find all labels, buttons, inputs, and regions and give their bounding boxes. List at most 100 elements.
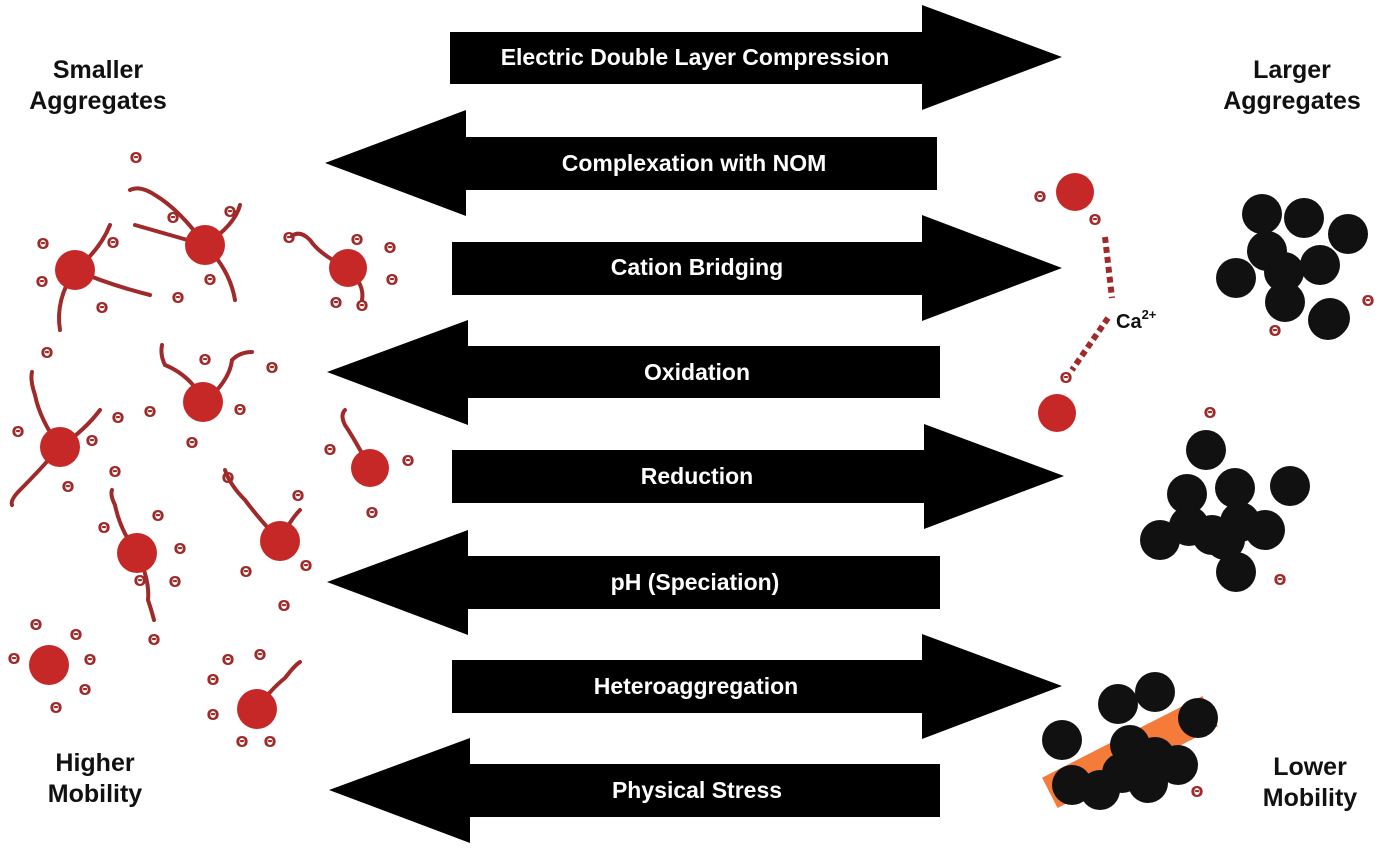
aggregate-particle <box>1110 725 1150 765</box>
nanoparticle <box>117 533 157 573</box>
arrow-shape <box>325 110 937 216</box>
negative-charge-icon: Θ <box>1269 322 1282 340</box>
bridge-dash-upper <box>1102 236 1115 299</box>
negative-charge-icon: Θ <box>207 671 220 689</box>
negative-charge-icon: Θ <box>324 441 337 459</box>
arrow-label: Electric Double Layer Compression <box>501 44 890 70</box>
negative-charge-icon: Θ <box>222 469 235 487</box>
negative-charge-icon: Θ <box>169 573 182 591</box>
negative-charge-icon: Θ <box>148 631 161 649</box>
aggregate-particle <box>1264 252 1304 292</box>
calcium-ion-label: Ca2+ <box>1116 307 1157 333</box>
aggregate-particle <box>1080 770 1120 810</box>
aggregate-particle <box>1167 474 1207 514</box>
aggregate-particle <box>1216 258 1256 298</box>
dispersed-nanoparticles <box>9 186 389 729</box>
negative-charge-icon: Θ <box>107 234 120 252</box>
aggregate-particle <box>1215 468 1255 508</box>
arrow-label: Reduction <box>641 463 753 489</box>
negative-charge-icon: Θ <box>12 423 25 441</box>
arrow-heteroaggregation: Heteroaggregation <box>452 634 1062 739</box>
aggregate-particle <box>1284 198 1324 238</box>
arrow-shape <box>452 634 1062 739</box>
label-line: Mobility <box>47 780 143 808</box>
negative-charge-icon: Θ <box>62 478 75 496</box>
negative-charge-icon: Θ <box>204 271 217 289</box>
aggregate-particle <box>1098 684 1138 724</box>
negative-charge-icon: Θ <box>79 681 92 699</box>
negative-charge-icon: Θ <box>207 706 220 724</box>
negative-charge-icon: Θ <box>172 289 185 307</box>
negative-charge-icon: Θ <box>109 463 122 481</box>
aggregate-particle <box>1270 466 1310 506</box>
aggregate-particle <box>1042 720 1082 760</box>
negative-charge-icon: Θ <box>84 651 97 669</box>
label-line: Aggregates <box>1223 87 1361 115</box>
negative-charge-icon: Θ <box>86 432 99 450</box>
label-line: Higher <box>55 749 135 777</box>
aggregate-particle <box>1245 510 1285 550</box>
negative-charge-icon: Θ <box>254 646 267 664</box>
negative-charge-icon: Θ <box>1034 188 1047 206</box>
arrow-shape <box>327 320 940 425</box>
label-line: Lower <box>1273 753 1347 781</box>
aggregate-cluster-top <box>1216 194 1368 340</box>
arrow-oxidation: Oxidation <box>327 320 940 425</box>
aggregate-particle <box>1205 520 1245 560</box>
nanoparticle <box>329 249 367 287</box>
negative-charge-icon: Θ <box>264 733 277 751</box>
arrow-shape <box>329 738 940 843</box>
nanoparticle <box>351 449 389 487</box>
arrow-shape <box>452 424 1064 529</box>
arrow-cation-bridging: Cation Bridging <box>452 215 1062 321</box>
negative-charge-icon: Θ <box>1060 369 1073 387</box>
arrow-label: pH (Speciation) <box>611 569 780 595</box>
aggregate-particle <box>1216 552 1256 592</box>
aggregate-cluster-middle <box>1140 430 1310 592</box>
negative-charge-icon: Θ <box>1204 404 1217 422</box>
negative-charge-icon: Θ <box>300 557 313 575</box>
calcium-symbol: Ca <box>1116 311 1142 333</box>
label-smaller-aggregates: Smaller Aggregates <box>18 55 178 117</box>
negative-charge-icon: Θ <box>402 452 415 470</box>
negative-charge-icon: Θ <box>356 297 369 315</box>
arrow-label: Complexation with NOM <box>562 150 827 176</box>
negative-charge-icon: Θ <box>41 344 54 362</box>
nanoparticle <box>260 521 300 561</box>
label-line: Larger <box>1253 56 1331 84</box>
nom-strand <box>128 186 207 247</box>
arrow-label: Cation Bridging <box>611 254 783 280</box>
negative-charge-icon: Θ <box>174 540 187 558</box>
negative-charge-icon: Θ <box>8 650 21 668</box>
negative-charge-icon: Θ <box>366 504 379 522</box>
negative-charge-icon: Θ <box>386 271 399 289</box>
label-lower-mobility: Lower Mobility <box>1245 752 1375 814</box>
negative-charge-icon: Θ <box>1362 292 1375 310</box>
negative-charge-icon: Θ <box>1191 783 1204 801</box>
negative-charge-icon: Θ <box>384 239 397 257</box>
negative-charge-icon: Θ <box>1089 211 1102 229</box>
heteroaggregate-particles <box>1042 672 1218 810</box>
negative-charge-icon: Θ <box>50 699 63 717</box>
negative-charge-icon: Θ <box>96 299 109 317</box>
aggregate-particle <box>1135 672 1175 712</box>
nanoparticle <box>55 250 95 290</box>
negative-charge-icon: Θ <box>199 351 212 369</box>
negative-charge-icon: Θ <box>98 519 111 537</box>
label-line: Aggregates <box>29 87 167 115</box>
aggregate-particle <box>1310 298 1350 338</box>
label-line: Smaller <box>52 56 144 84</box>
negative-charge-icon: Θ <box>70 626 83 644</box>
arrow-physical-stress: Physical Stress <box>329 738 940 843</box>
arrow-shape <box>327 530 940 635</box>
arrow-label: Heteroaggregation <box>594 673 798 699</box>
bridge-dash-lower <box>1069 316 1111 372</box>
negative-charge-icon: Θ <box>144 403 157 421</box>
arrow-shape <box>452 215 1062 321</box>
nanoparticle <box>237 689 277 729</box>
cation-bridging-illustration: Ca2+ <box>1038 173 1157 432</box>
bridged-nanoparticle-bottom <box>1038 394 1076 432</box>
negative-charge-icon: Θ <box>234 401 247 419</box>
aggregate-particle <box>1242 194 1282 234</box>
